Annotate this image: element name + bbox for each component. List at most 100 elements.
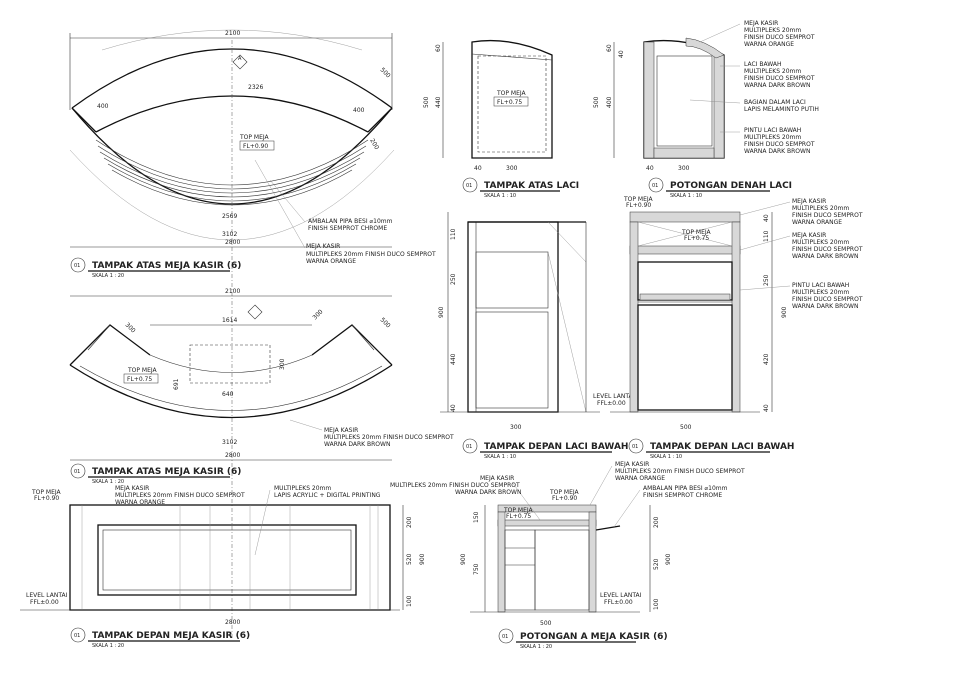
view-scale-2: SKALA 1 : 20	[92, 479, 124, 485]
note-ambalan-1: AMBALAN PIPA BESI ⌀10mm	[308, 218, 393, 225]
dim-300-d: 300	[506, 165, 518, 172]
dim-440-f: 440	[450, 353, 457, 365]
dim-100-h: 100	[653, 598, 660, 610]
dim-640: 640	[222, 391, 234, 398]
dim-200: 200	[368, 138, 380, 152]
dim-900-g: 900	[781, 306, 788, 318]
dim-500-g: 500	[680, 424, 692, 431]
note-mk-orange-8: MULTIPLEKS 20mm FINISH DUCO SEMPROT	[615, 468, 745, 475]
dim-520-h: 520	[653, 558, 660, 570]
level-top-meja-b: TOP MEJA	[127, 367, 158, 374]
dim-2100-b: 2100	[225, 288, 240, 295]
view-front-elevation: TOP MEJA FL+0.90 LEVEL LANTAI FFL±0.00 2…	[20, 485, 426, 649]
note-pintu-laci-5: PINTU LACI BAWAH	[744, 127, 801, 134]
dim-150-h: 150	[473, 511, 480, 523]
view-scale-4: SKALA 1 : 10	[484, 193, 516, 199]
level-fl075: FL+0.75	[127, 376, 152, 383]
level-ffl-f: FFL±0.00	[597, 400, 626, 407]
dim-500: 500	[379, 66, 392, 79]
dim-750-h: 750	[473, 563, 480, 575]
dim-40-f: 40	[450, 404, 457, 412]
dim-40-d: 40	[474, 165, 482, 172]
view-title-2: TAMPAK ATAS MEJA KASIR (6)	[92, 467, 241, 477]
note-mk-brown-8: MULTIPLEKS 20mm FINISH DUCO SEMPROT	[390, 482, 520, 489]
level-top-meja-h2: TOP MEJA	[549, 489, 580, 496]
dim-200-h: 200	[653, 516, 660, 528]
note-lapis-melamin: LAPIS MELAMINTO PUTIH	[744, 106, 819, 113]
level-fl090-g: FL+0.90	[626, 202, 651, 209]
dim-40-g2: 40	[763, 404, 770, 412]
dim-2326: 2326	[248, 84, 263, 91]
note-multipleks-5a: MULTIPLEKS 20mm	[744, 27, 801, 34]
level-lantai-h: LEVEL LANTAI	[600, 592, 642, 599]
level-fl075-d: FL+0.75	[497, 99, 522, 106]
note-multipleks-5c: MULTIPLEKS 20mm	[744, 134, 801, 141]
view-title-5: POTONGAN DENAH LACI	[670, 181, 792, 191]
dim-500-e: 500	[593, 96, 600, 108]
dim-400-right: 400	[353, 107, 365, 114]
note-multipleks-7c: MULTIPLEKS 20mm	[792, 289, 849, 296]
note-warna-brown-5b: WARNA DARK BROWN	[744, 148, 810, 155]
note-finish-duco-5c: FINISH DUCO SEMPROT	[744, 141, 815, 148]
dim-500-d: 500	[423, 96, 430, 108]
dim-520-c: 520	[406, 553, 413, 565]
note-warna-brown-5a: WARNA DARK BROWN	[744, 82, 810, 89]
note-meja-kasir-7b: MEJA KASIR	[792, 232, 826, 239]
view-title-7: TAMPAK DEPAN LACI BAWAH	[650, 442, 794, 452]
note-warna-orange-8: WARNA ORANGE	[615, 475, 665, 482]
note-meja-kasir-8a: MEJA KASIR	[480, 475, 514, 482]
level-top-meja-g2: TOP MEJA	[681, 229, 712, 236]
dim-300-e: 300	[678, 165, 690, 172]
note-laci-bawah-5: LACI BAWAH	[744, 61, 781, 68]
level-fl090-c: FL+0.90	[34, 495, 59, 502]
note-acrylic-3: LAPIS ACRYLIC + DIGITAL PRINTING	[274, 492, 381, 499]
note-chrome-8: FINISH SEMPROT CHROME	[643, 492, 722, 499]
level-fl075-g: FL+0.75	[684, 235, 709, 242]
note-warna-orange-3: WARNA ORANGE	[115, 499, 165, 506]
view-top-plan-2: 2100 1614 300 300 500 300 691 640 TOP ME…	[69, 288, 454, 485]
dim-300-b: 300	[311, 308, 324, 321]
title-num-3: 01	[74, 633, 80, 639]
dim-400-left: 400	[97, 103, 109, 110]
title-num-8: 01	[502, 634, 508, 640]
view-scale-8: SKALA 1 : 20	[520, 644, 552, 650]
view-scale-1: SKALA 1 : 20	[92, 273, 124, 279]
note-mk-orange-1: MULTIPLEKS 20mm FINISH DUCO SEMPROT	[306, 251, 436, 258]
dim-300-f: 300	[510, 424, 522, 431]
dim-500-h: 500	[540, 620, 552, 627]
view-drawer-top: TOP MEJA FL+0.75 60 440 500 40 300 01 TA…	[423, 39, 579, 199]
dim-40-g1: 40	[763, 214, 770, 222]
dim-3102-b: 3102	[222, 439, 237, 446]
dim-691: 691	[173, 378, 180, 390]
dim-420-g: 420	[763, 353, 770, 365]
note-warna-brown-2: WARNA DARK BROWN	[324, 441, 390, 448]
dim-500-b: 500	[379, 316, 392, 329]
view-title-4: TAMPAK ATAS LACI	[484, 181, 579, 191]
dim-100-c: 100	[406, 595, 413, 607]
title-num-6: 01	[466, 444, 472, 450]
note-mk-brown-2: MULTIPLEKS 20mm FINISH DUCO SEMPROT	[324, 434, 454, 441]
level-top-meja: TOP MEJA	[239, 134, 270, 141]
dim-900-h: 900	[460, 553, 467, 565]
level-lantai-c: LEVEL LANTAI	[26, 592, 68, 599]
note-bagian-dalam: BAGIAN DALAM LACI	[744, 99, 806, 106]
dim-300-c: 300	[279, 358, 286, 370]
dim-60-d: 60	[435, 44, 442, 52]
note-finish-duco-5a: FINISH DUCO SEMPROT	[744, 34, 815, 41]
note-meja-kasir-3: MEJA KASIR	[115, 485, 149, 492]
view-scale-5: SKALA 1 : 10	[670, 193, 702, 199]
level-top-meja-h: TOP MEJA	[503, 507, 534, 514]
dim-3102: 3102	[222, 231, 237, 238]
title-num-5: 01	[652, 183, 658, 189]
dim-60-e: 60	[606, 44, 613, 52]
dim-200-c: 200	[406, 516, 413, 528]
view-scale-7: SKALA 1 : 10	[650, 454, 682, 460]
note-meja-kasir-1: MEJA KASIR	[306, 243, 340, 250]
view-title-1: TAMPAK ATAS MEJA KASIR (6)	[92, 261, 241, 271]
note-ambalan-8: AMBALAN PIPA BESI ⌀10mm	[643, 485, 728, 492]
level-ffl-c: FFL±0.00	[30, 599, 59, 606]
note-multipleks-7a: MULTIPLEKS 20mm	[792, 205, 849, 212]
dim-2569: 2569	[222, 213, 237, 220]
dim-900-h2: 900	[665, 553, 672, 565]
